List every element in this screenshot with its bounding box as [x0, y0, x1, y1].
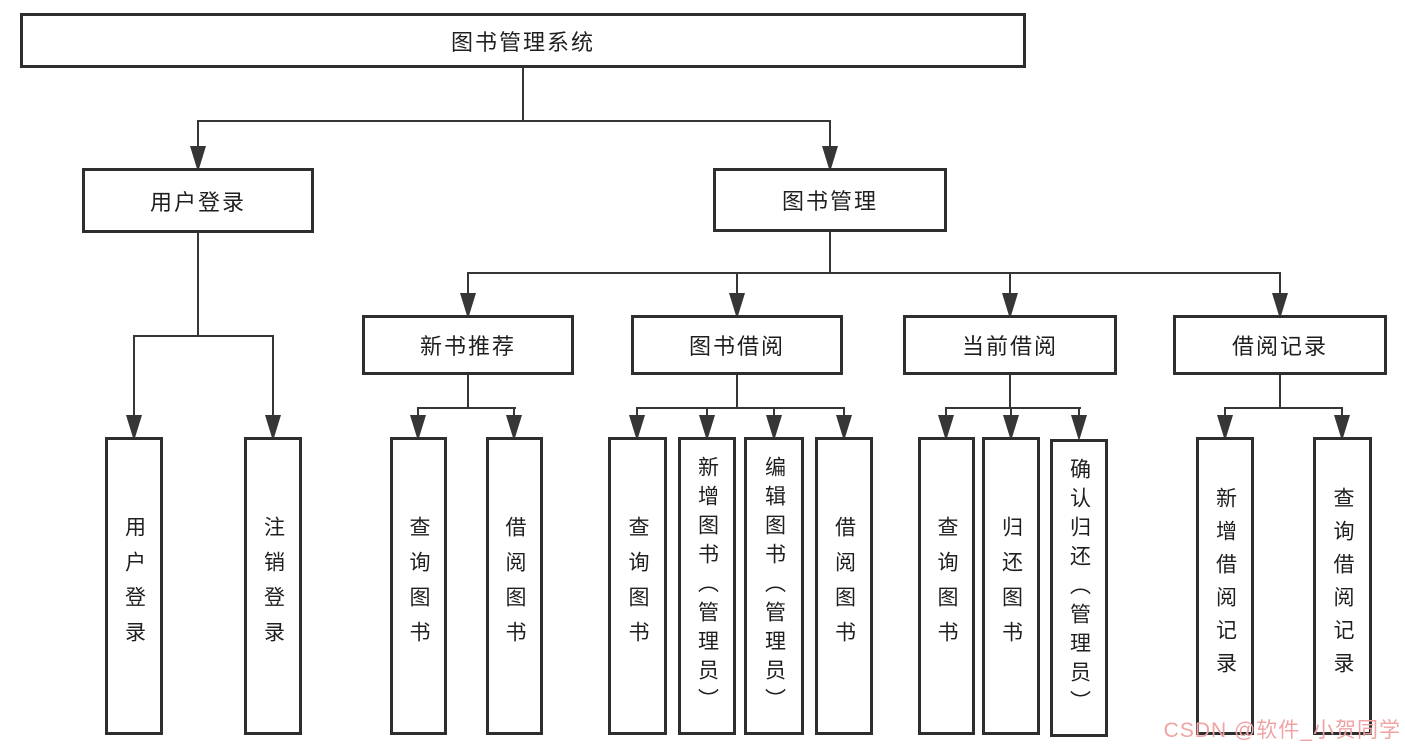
connector-book-management-drop: [829, 232, 831, 274]
leaf-borrow-books: 借阅图书: [815, 437, 873, 735]
node-label: 图书管理: [781, 189, 878, 214]
node-label: 借阅图书: [832, 516, 856, 656]
node-label: 归还图书: [999, 516, 1023, 656]
arrow-down-icon: [417, 408, 419, 415]
leaf-query-borrow-record: 查询借阅记录: [1313, 437, 1372, 735]
node-label: 编辑图书（管理员）: [762, 455, 786, 717]
node-label: 查询借阅记录: [1331, 487, 1354, 685]
leaf-add-borrow-record: 新增借阅记录: [1196, 437, 1254, 735]
connector-borrowing-branch: [636, 407, 845, 409]
node-borrowing-records: 借阅记录: [1173, 315, 1387, 375]
node-label: 借阅图书: [503, 516, 526, 656]
node-label: 借阅记录: [1231, 334, 1328, 359]
node-book-borrowing: 图书借阅: [631, 315, 843, 375]
connector-records-drop: [1279, 375, 1281, 409]
arrow-down-icon: [736, 273, 738, 293]
node-current-borrowing: 当前借阅: [903, 315, 1117, 375]
leaf-query-books: 查询图书: [918, 437, 975, 735]
connector-current-drop: [1009, 375, 1011, 409]
arrow-down-icon: [945, 408, 947, 415]
connector-recommendation-branch: [417, 407, 516, 409]
connector-level1-branch: [197, 120, 831, 122]
csdn-watermark: CSDN @软件_小贺同学: [1163, 719, 1401, 742]
arrow-down-icon: [773, 408, 775, 415]
connector-user-login-drop: [197, 233, 199, 336]
arrow-down-icon: [636, 408, 638, 415]
leaf-return-books: 归还图书: [982, 437, 1040, 735]
connector-user-login-branch: [133, 335, 274, 337]
leaf-add-book-admin: 新增图书（管理员）: [678, 437, 736, 735]
connector-borrowing-drop: [736, 375, 738, 409]
node-book-management: 图书管理: [713, 168, 947, 232]
leaf-logout: 注销登录: [244, 437, 302, 735]
node-label: 新增借阅记录: [1213, 487, 1237, 685]
arrow-down-icon: [1279, 273, 1281, 293]
connector-recommendation-drop: [467, 375, 469, 409]
node-label: 用户登录: [149, 189, 246, 215]
node-label: 图书借阅: [688, 334, 785, 359]
connector-level2-branch: [467, 272, 1281, 274]
node-library-system: 图书管理系统: [20, 13, 1026, 68]
node-label: 查询图书: [407, 516, 430, 656]
node-label: 用户登录: [122, 516, 146, 656]
node-label: 注销登录: [261, 516, 285, 656]
arrow-down-icon: [1009, 273, 1011, 293]
node-label: 查询图书: [935, 516, 958, 656]
node-label: 新增图书（管理员）: [695, 455, 719, 717]
leaf-query-books: 查询图书: [390, 437, 447, 735]
arrow-down-icon: [843, 408, 845, 415]
arrow-down-icon: [467, 273, 469, 293]
leaf-query-books: 查询图书: [608, 437, 667, 735]
arrow-down-icon: [1341, 408, 1343, 415]
leaf-user-login: 用户登录: [105, 437, 163, 735]
leaf-borrow-books: 借阅图书: [486, 437, 543, 735]
connector-records-branch: [1224, 407, 1343, 409]
node-label: 新书推荐: [419, 334, 516, 359]
arrow-down-icon: [197, 121, 199, 146]
node-label: 当前借阅: [961, 334, 1058, 359]
connector-root-drop: [522, 68, 524, 121]
arrow-down-icon: [272, 336, 274, 415]
node-label: 查询图书: [626, 516, 649, 656]
leaf-edit-book-admin: 编辑图书（管理员）: [744, 437, 804, 735]
arrow-down-icon: [1010, 408, 1012, 415]
arrow-down-icon: [513, 408, 515, 415]
node-new-book-recommendation: 新书推荐: [362, 315, 574, 375]
arrow-down-icon: [1224, 408, 1226, 415]
arrow-down-icon: [829, 121, 831, 146]
arrow-down-icon: [133, 336, 135, 415]
arrow-down-icon: [1078, 408, 1080, 415]
node-user-login: 用户登录: [82, 168, 314, 233]
arrow-down-icon: [706, 408, 708, 415]
connector-current-branch: [945, 407, 1081, 409]
node-label: 确认归还（管理员）: [1067, 457, 1091, 719]
node-label: 图书管理系统: [450, 29, 595, 55]
leaf-confirm-return-admin: 确认归还（管理员）: [1050, 439, 1108, 737]
